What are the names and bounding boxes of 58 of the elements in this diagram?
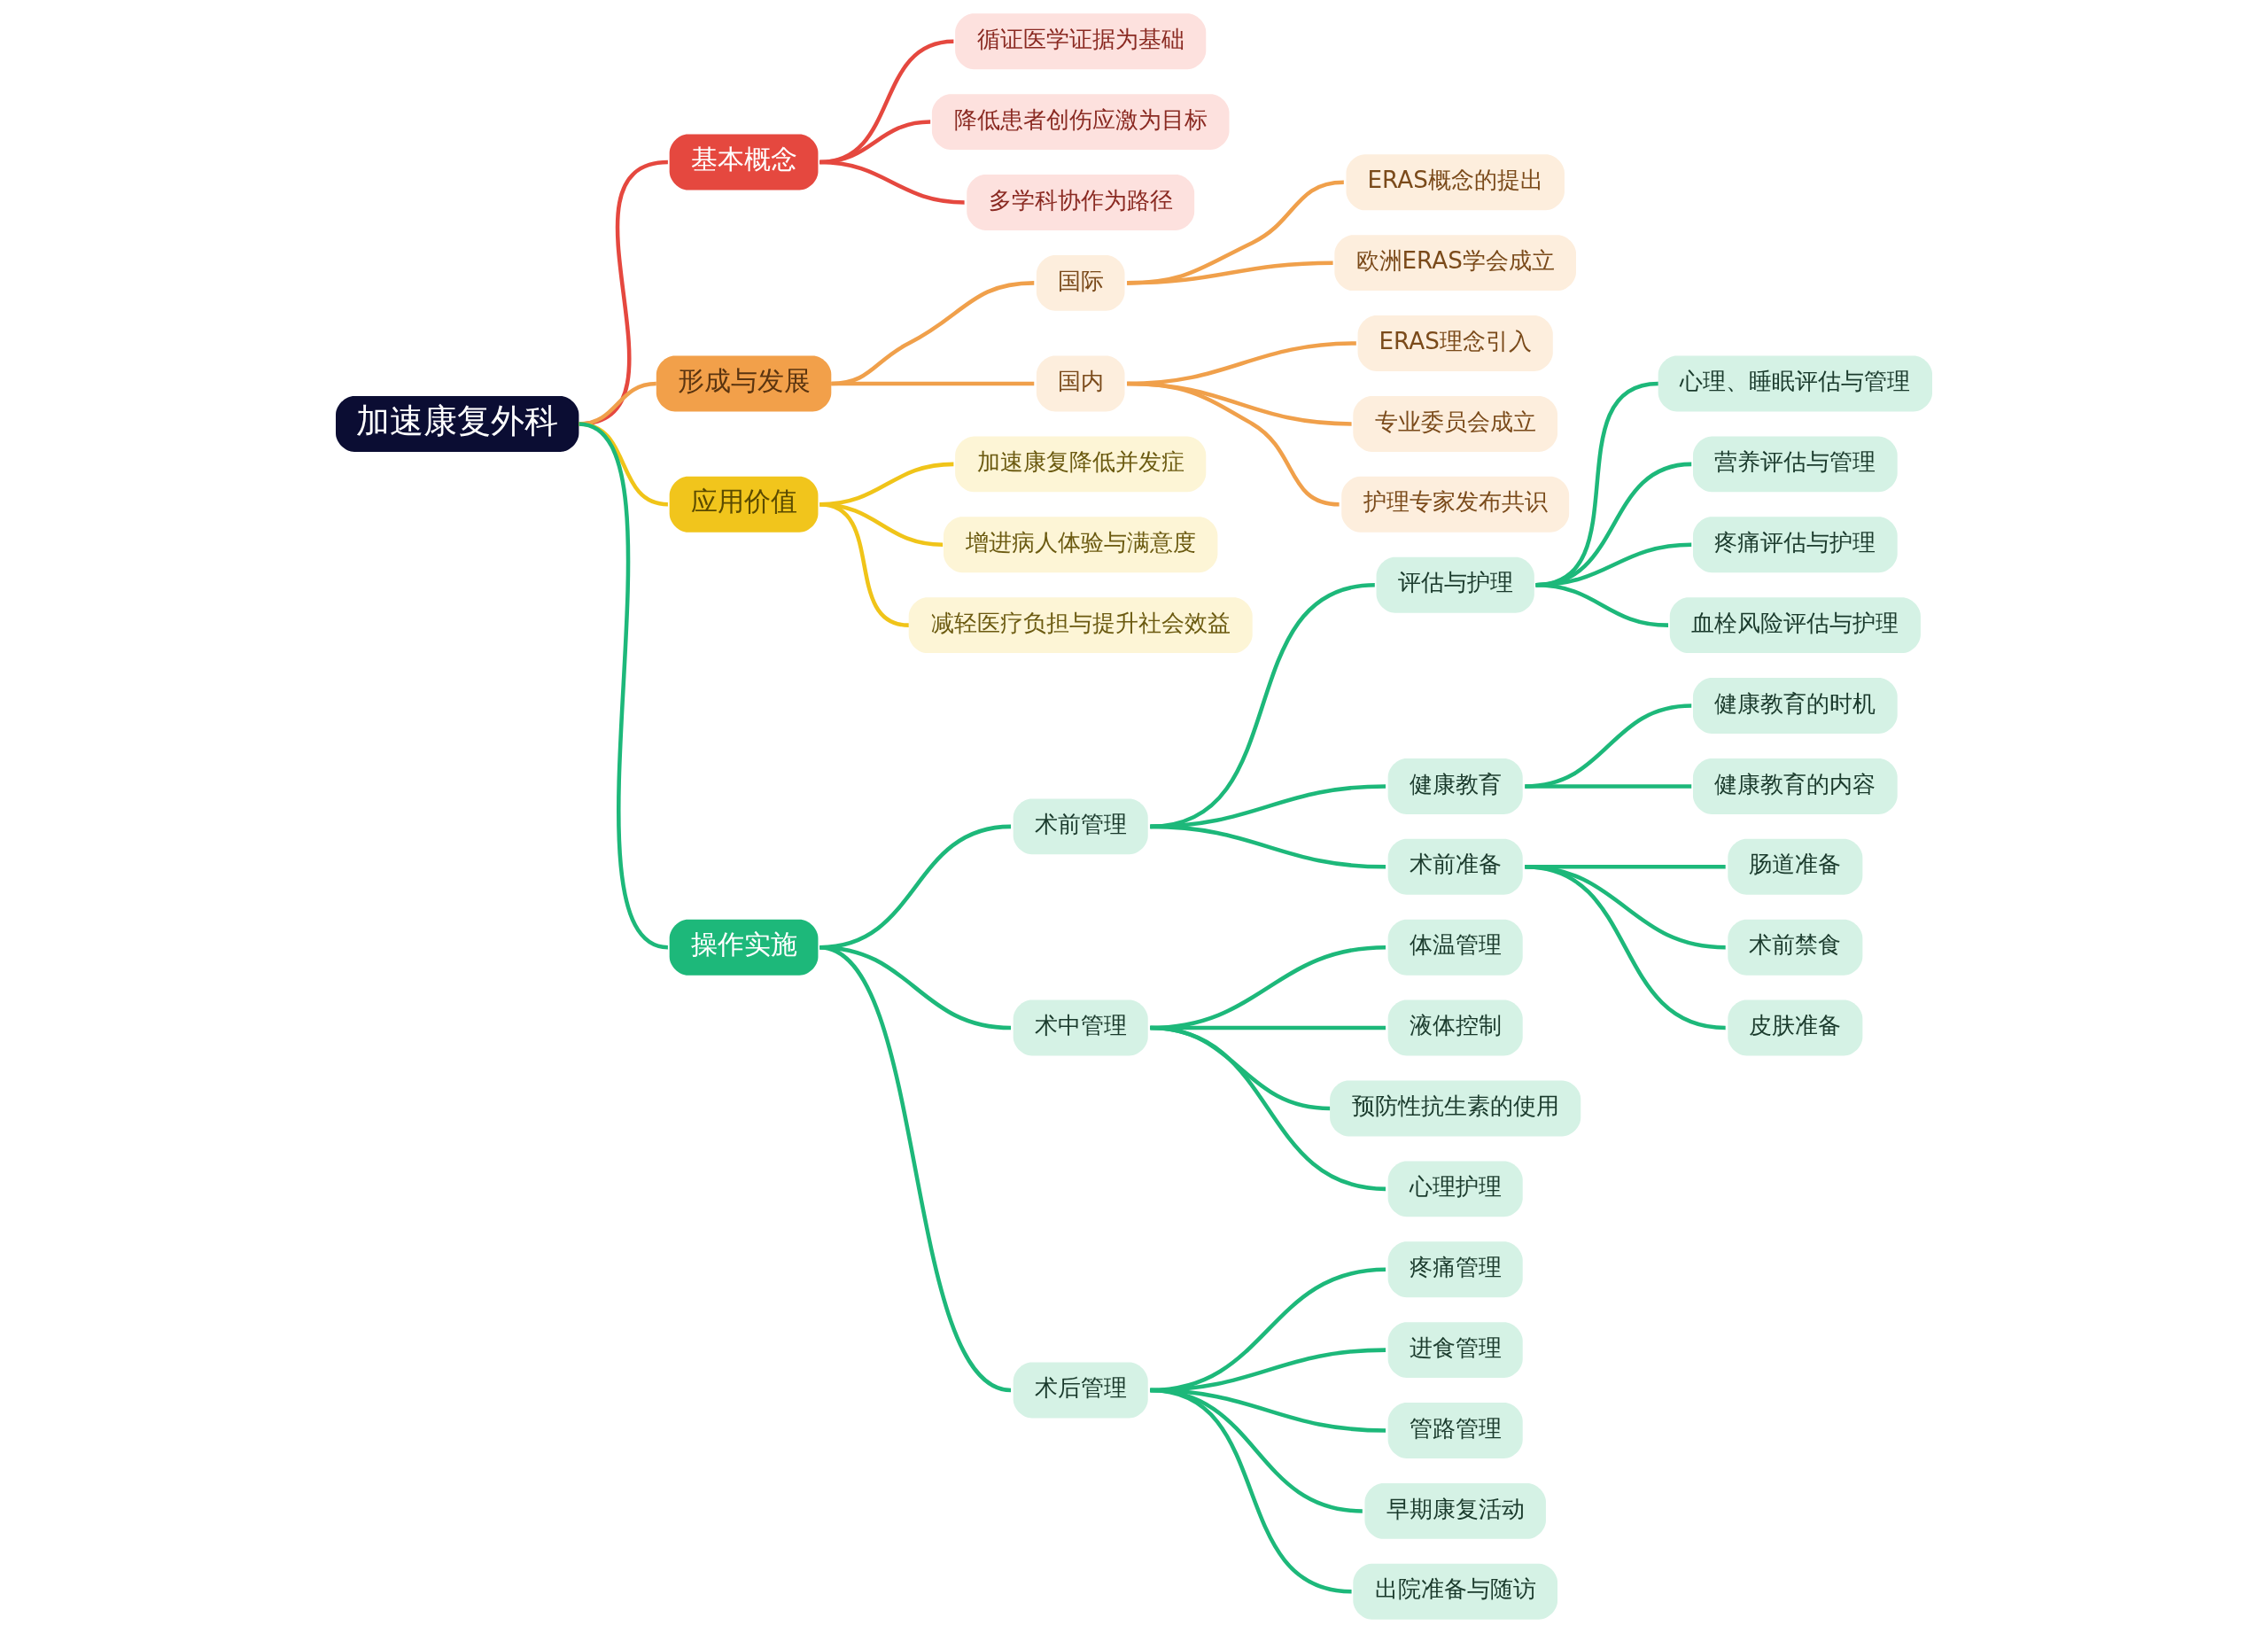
node-box: 应用价值 bbox=[669, 476, 819, 533]
node-box: 出院准备与随访 bbox=[1353, 1563, 1558, 1620]
connector bbox=[819, 502, 910, 627]
connector bbox=[1150, 1025, 1386, 1192]
connector bbox=[578, 422, 669, 950]
node-box: 术中管理 bbox=[1013, 999, 1148, 1056]
node-box: 早期康复活动 bbox=[1364, 1482, 1546, 1539]
connector bbox=[1150, 824, 1386, 869]
node-box: 进食管理 bbox=[1387, 1322, 1523, 1379]
connector bbox=[1525, 865, 1726, 1030]
node-box: 血栓风险评估与护理 bbox=[1669, 597, 1921, 654]
node-box: 心理、睡眠评估与管理 bbox=[1658, 355, 1932, 412]
connector bbox=[1525, 704, 1692, 789]
node-box: 肠道准备 bbox=[1728, 838, 1863, 895]
node-box: 营养评估与管理 bbox=[1692, 436, 1898, 493]
node-box: 皮肤准备 bbox=[1728, 999, 1863, 1056]
node-box: 健康教育 bbox=[1387, 758, 1523, 814]
node-box: 护理专家发布共识 bbox=[1341, 476, 1570, 533]
node-box: 增进病人体验与满意度 bbox=[944, 517, 1218, 573]
node-box: 基本概念 bbox=[669, 134, 819, 191]
connector bbox=[1525, 784, 1692, 789]
node-box: 术前禁食 bbox=[1728, 919, 1863, 976]
node-box: ERAS概念的提出 bbox=[1346, 154, 1565, 211]
connector bbox=[1127, 261, 1333, 285]
connector bbox=[1127, 381, 1340, 507]
node-box: 减轻医疗负担与提升社会效益 bbox=[908, 597, 1253, 654]
connector bbox=[831, 281, 1035, 386]
connector bbox=[831, 381, 1035, 386]
node-box: 降低患者创伤应激为目标 bbox=[931, 94, 1230, 151]
connector bbox=[1150, 1388, 1352, 1594]
node-box: 国际 bbox=[1036, 254, 1125, 311]
node-box: 形成与发展 bbox=[656, 355, 832, 412]
node-box: 多学科协作为路径 bbox=[967, 175, 1195, 230]
node-box: 加速康复降低并发症 bbox=[955, 436, 1207, 493]
connector bbox=[1535, 582, 1669, 627]
node-box: 液体控制 bbox=[1387, 999, 1523, 1056]
connector bbox=[819, 945, 1012, 1393]
node-box: 术前管理 bbox=[1013, 798, 1148, 855]
connector bbox=[819, 159, 965, 205]
node-box: 健康教育的内容 bbox=[1692, 758, 1898, 814]
node-box: 专业委员会成立 bbox=[1353, 395, 1558, 452]
node-box: 术前准备 bbox=[1387, 838, 1523, 895]
node-box: 疼痛管理 bbox=[1387, 1241, 1523, 1298]
node-box: 健康教育的时机 bbox=[1692, 678, 1898, 734]
node-box: 体温管理 bbox=[1387, 919, 1523, 976]
node-box: 管路管理 bbox=[1387, 1403, 1523, 1458]
connector bbox=[1127, 180, 1344, 285]
node-box: 心理护理 bbox=[1387, 1161, 1523, 1217]
node-box: 加速康复外科 bbox=[336, 395, 579, 452]
node-box: 评估与护理 bbox=[1376, 556, 1534, 613]
node-box: 预防性抗生素的使用 bbox=[1330, 1080, 1581, 1137]
node-box: 国内 bbox=[1036, 355, 1125, 412]
node-box: 循证医学证据为基础 bbox=[955, 13, 1207, 70]
node-box: 疼痛评估与护理 bbox=[1692, 517, 1898, 573]
node-box: 操作实施 bbox=[669, 919, 819, 976]
node-box: 术后管理 bbox=[1013, 1362, 1148, 1419]
node-box: ERAS理念引入 bbox=[1357, 315, 1553, 371]
node-box: 欧洲ERAS学会成立 bbox=[1334, 235, 1576, 292]
